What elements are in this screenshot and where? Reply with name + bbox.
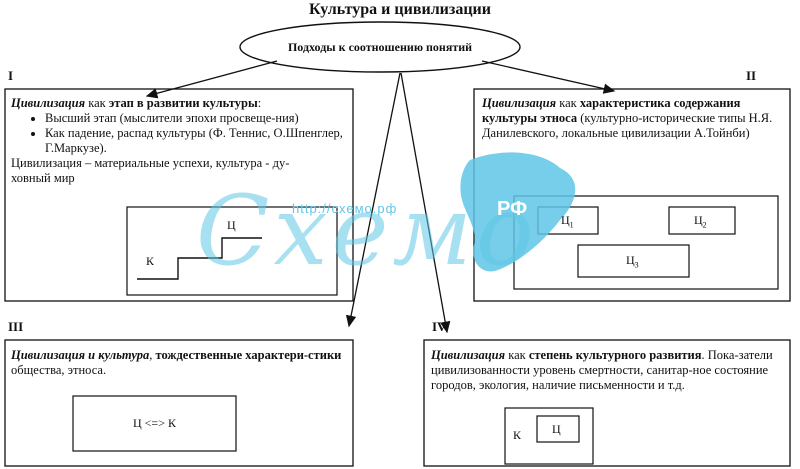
section-3-number: III <box>8 319 24 334</box>
section-2-c3-box <box>577 244 690 278</box>
list-item: Как падение, распад культуры (Ф. Теннис,… <box>45 126 347 156</box>
section-2-c2-box <box>668 206 736 235</box>
section-1-box <box>4 88 354 302</box>
section-3-diagram-frame <box>72 395 237 452</box>
section-3-box <box>4 339 354 467</box>
section-3-text: Цивилизация и культура, тождественные ха… <box>11 348 342 377</box>
section-1-diagram-frame <box>126 206 338 296</box>
center-ellipse <box>239 21 521 73</box>
arrow-to-section-4 <box>400 72 451 334</box>
section-1-top-label: Ц <box>227 218 236 232</box>
section-2-number: II <box>746 68 757 83</box>
section-2-c1-label: Ц1 <box>561 213 574 230</box>
section-1-list: Высший этап (мыслители эпохи просвеще-ни… <box>11 111 347 156</box>
page-title: Культура и цивилизации <box>309 1 491 18</box>
section-1-bottom-label: К <box>146 254 155 268</box>
section-1-note: Цивилизация – материальные успехи, культ… <box>11 156 290 185</box>
section-1-number: I <box>8 68 14 83</box>
arrow-to-section-2 <box>481 60 616 94</box>
section-1-heading: Цивилизация как этап в развитии культуры… <box>11 96 262 110</box>
section-2-c2-label: Ц2 <box>694 213 707 230</box>
watermark-logo-word: Схемо <box>196 175 538 287</box>
section-4-inner-label: Ц <box>552 422 561 436</box>
arrow-to-section-1 <box>145 60 278 99</box>
section-1-text: Цивилизация как этап в развитии культуры… <box>11 96 347 186</box>
section-4-number: IV <box>432 319 447 334</box>
watermark-url: http://схемо.рф <box>292 201 398 216</box>
watermark-map-shape <box>460 152 576 272</box>
watermark-badge: РФ <box>497 198 528 220</box>
section-4-inner-box <box>536 415 580 443</box>
section-4-text: Цивилизация как степень культурного разв… <box>431 348 773 392</box>
center-ellipse-label: Подходы к соотношению понятий <box>287 40 473 54</box>
list-item: Высший этап (мыслители эпохи просвеще-ни… <box>45 111 347 126</box>
arrow-to-section-3 <box>345 72 401 328</box>
section-4-outer-label: К <box>513 428 522 442</box>
section-2-text: Цивилизация как характеристика содержани… <box>482 96 773 140</box>
section-2-c3-label: Ц3 <box>626 253 639 270</box>
section-1-step-line <box>137 237 262 280</box>
section-3-equivalence-label: Ц <=> К <box>133 416 176 430</box>
section-4-outer-box <box>504 407 594 465</box>
section-4-box <box>423 339 791 467</box>
